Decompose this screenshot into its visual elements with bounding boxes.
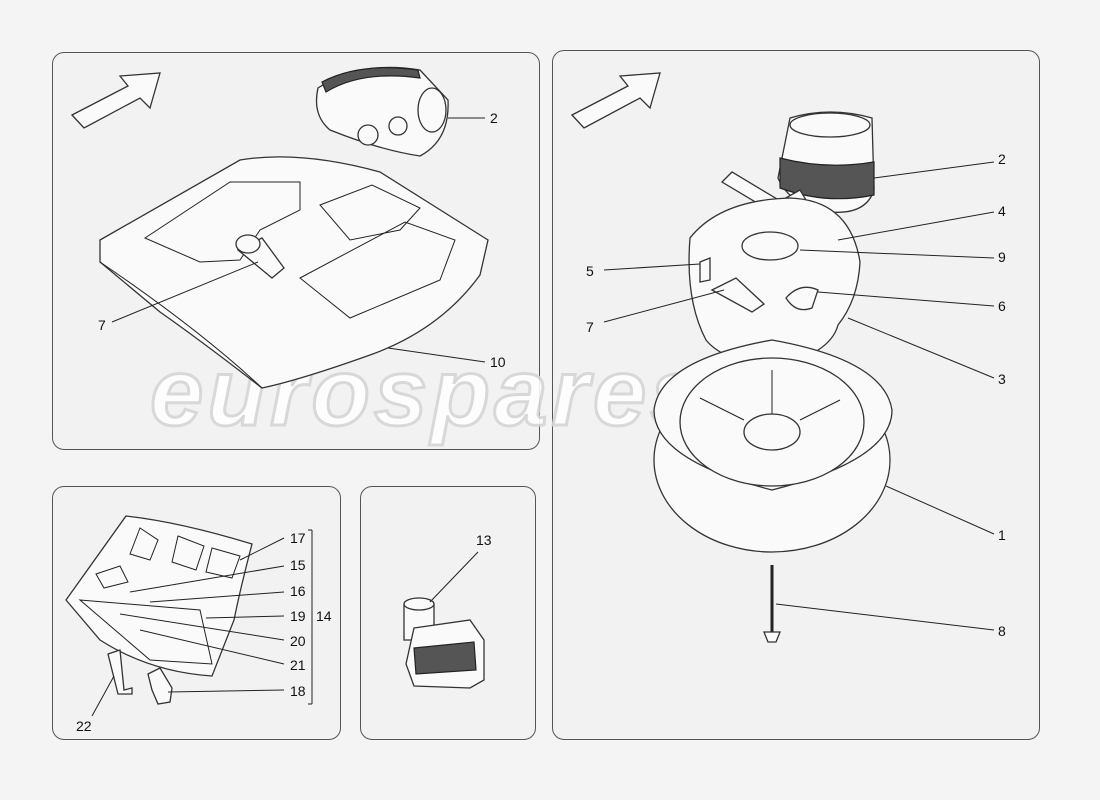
panel-top-left [52, 52, 540, 450]
panel-bottom-middle [360, 486, 536, 740]
panel-bottom-left [52, 486, 341, 740]
panel-right [552, 50, 1040, 740]
